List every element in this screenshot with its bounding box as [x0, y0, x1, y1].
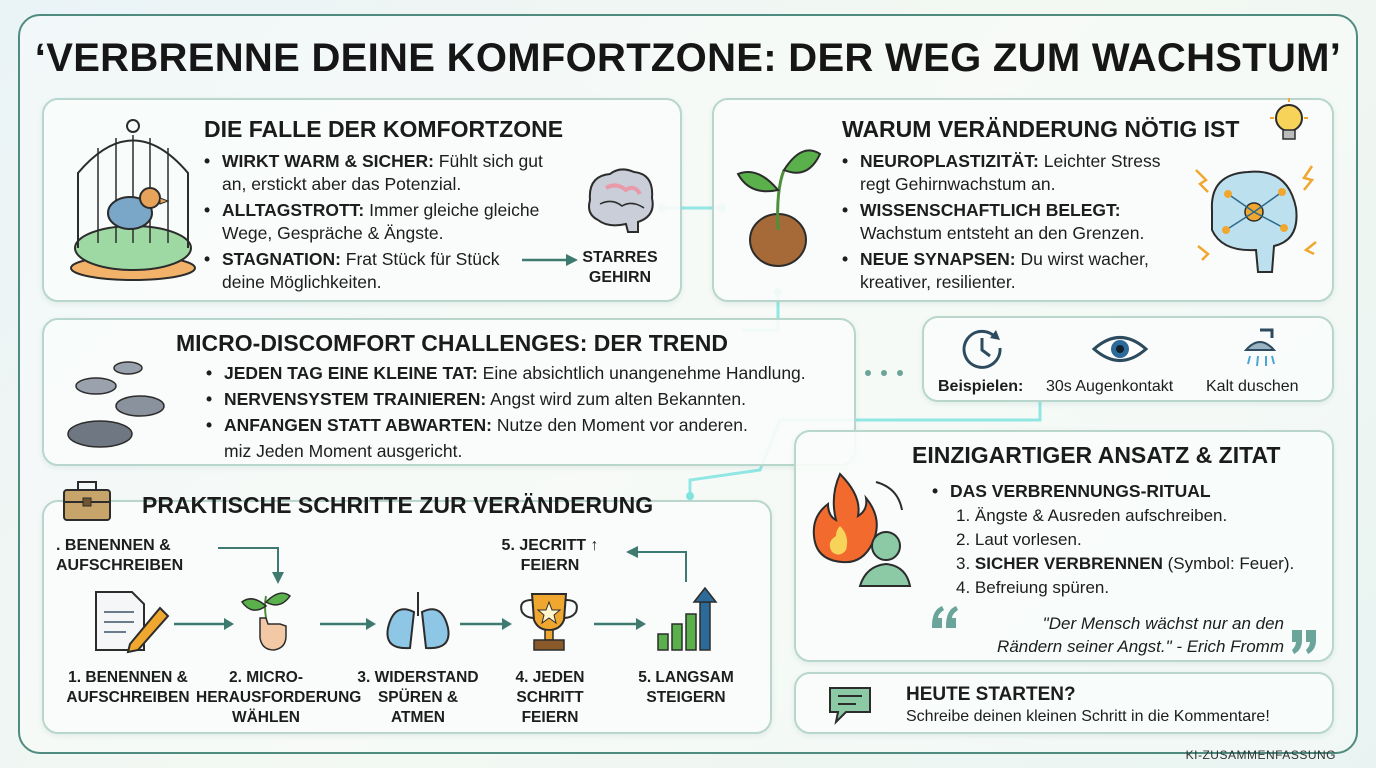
steps-top-left-label: . BENENNEN &AUFSCHREIBEN [56, 537, 184, 574]
example-eye-contact: 30s Augenkontakt [1046, 378, 1174, 395]
trap-title: DIE FALLE DER KOMFORTZONE [204, 116, 564, 142]
quote-close-icon [1292, 630, 1316, 654]
why-bullets: NEUROPLASTIZITÄT: Leichter Stress regt G… [842, 150, 1182, 297]
ritual-steps: 1. Ängste & Ausreden aufschreiben. 2. La… [956, 504, 1326, 600]
cta-title: HEUTE STARTEN? [906, 684, 1076, 705]
stepping-stones-icon [67, 361, 165, 448]
why-bullet: NEUE SYNAPSEN: Du wirst wacher, kreative… [842, 248, 1182, 294]
micro-bullet: JEDEN TAG EINE KLEINE TAT: Eine absichtl… [206, 362, 846, 385]
micro-bullet: ANFANGEN STATT ABWARTEN: Nutze den Momen… [206, 414, 846, 437]
ritual-bullet: DAS VERBRENNUNGS-RITUAL [932, 480, 1312, 506]
micro-title: MICRO-DISCOMFORT CHALLENGES: DER TREND [176, 330, 728, 356]
eye-icon [1092, 336, 1148, 362]
page-title: ‘VERBRENNE DEINE KOMFORTZONE: DER WEG ZU… [34, 36, 1342, 80]
panel-examples: Beispielen: 30s Augenkontakt Kalt dusche… [922, 316, 1334, 402]
unique-title: EINZIGARTIGER ANSATZ & ZITAT [912, 442, 1281, 468]
step-arrows [174, 618, 646, 630]
bird-cage-icon [70, 119, 196, 281]
lungs-icon [386, 592, 450, 650]
comment-icon [829, 687, 871, 726]
growth-chart-icon [657, 586, 718, 651]
why-title: WARUM VERÄNDERUNG NÖTIG IST [842, 116, 1240, 142]
trap-bullet: ALLTAGSTROTT: Immer gleiche gleiche Wege… [204, 199, 544, 245]
panel-why-change: WARUM VERÄNDERUNG NÖTIG IST NEUROPLASTIZ… [712, 98, 1334, 302]
cta-text: Schreibe deinen kleinen Schritt in die K… [906, 708, 1270, 725]
toolbox-icon [63, 481, 111, 521]
fire-person-icon [812, 472, 912, 587]
ritual-step: 2. Laut vorlesen. [956, 530, 1082, 549]
ritual-step: 3. SICHER VERBRENNEN (Symbol: Feuer). [956, 554, 1295, 573]
sprout-icon [736, 149, 822, 267]
panel-unique-approach: EINZIGARTIGER ANSATZ & ZITAT DAS VERBREN… [794, 430, 1334, 662]
shower-icon [1243, 328, 1277, 367]
trophy-icon [520, 593, 578, 651]
examples-label: Beispielen: [938, 378, 1024, 395]
neural-brain-icon [1195, 165, 1317, 273]
quote-open-icon [932, 606, 958, 628]
brain-icon [588, 168, 654, 233]
why-bullet: WISSENSCHAFTLICH BELEGT: Wachstum entste… [842, 199, 1182, 245]
panel-start-today: HEUTE STARTEN? Schreibe deinen kleinen S… [794, 672, 1334, 734]
panel-comfort-trap: DIE FALLE DER KOMFORTZONE WIRKT WARM & S… [42, 98, 682, 302]
micro-extra-line: miz Jeden Moment ausgericht. [224, 441, 463, 461]
document-pencil-icon [95, 591, 170, 654]
arrow-right-icon [522, 254, 578, 266]
micro-bullet: NERVENSYSTEM TRAINIEREN: Angst wird zum … [206, 388, 846, 411]
trap-bullet: WIRKT WARM & SICHER: Fühlt sich gut an, … [204, 150, 544, 196]
trap-bullet: STAGNATION: Frat Stück für Stück deine M… [204, 248, 544, 294]
panel-practical-steps: PRAKTISCHE SCHRITTE ZUR VERÄNDERUNG . BE… [42, 481, 772, 734]
arrow-down-icon [218, 547, 284, 584]
hand-sprout-icon [240, 592, 292, 651]
timer-icon [962, 329, 1002, 369]
arrow-up-left-icon [626, 546, 687, 582]
steps-top-right-label: 5. JECRITT ↑FEIERN [501, 537, 599, 574]
ritual-step: 4. Befreiung spüren. [956, 578, 1110, 597]
steps-title: PRAKTISCHE SCHRITTE ZUR VERÄNDERUNG [142, 492, 654, 518]
example-cold-shower: Kalt duschen [1206, 378, 1299, 395]
why-bullet: NEUROPLASTIZITÄT: Leichter Stress regt G… [842, 150, 1182, 196]
micro-bullets: JEDEN TAG EINE KLEINE TAT: Eine absichtl… [206, 362, 846, 466]
footer-tag: KI-ZUSAMMENFASSUNG [1185, 748, 1336, 762]
step-1-label: 1. BENENNEN &AUFSCHREIBEN [66, 669, 190, 706]
ritual-step: 1. Ängste & Ausreden aufschreiben. [956, 506, 1228, 525]
panel-micro-discomfort: MICRO-DISCOMFORT CHALLENGES: DER TREND J… [42, 318, 856, 466]
trap-bullets: WIRKT WARM & SICHER: Fühlt sich gut an, … [204, 150, 544, 297]
lightbulb-icon [1270, 98, 1308, 140]
